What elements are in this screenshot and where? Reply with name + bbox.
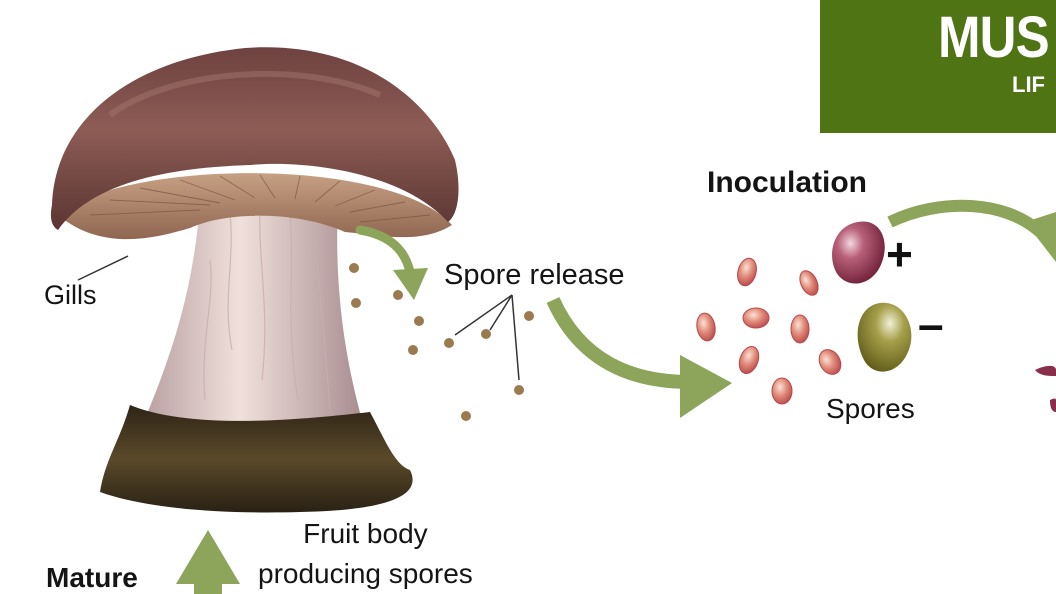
arrow-to-spores xyxy=(546,297,691,389)
label-fruit-body-line2: producing spores xyxy=(258,558,473,589)
small-arrow-head xyxy=(393,268,428,300)
plus-sign: + xyxy=(886,228,913,280)
label-fruit-body: Fruit body producing spores xyxy=(258,514,473,594)
label-mature: Mature xyxy=(46,562,138,593)
gills-pointer-line xyxy=(77,255,129,281)
label-spore-release: Spore release xyxy=(444,259,625,291)
label-fruit-body-line1: Fruit body xyxy=(303,518,428,549)
released-spores xyxy=(349,263,534,421)
label-inoculation: Inoculation xyxy=(707,166,867,199)
spore-minus xyxy=(857,302,912,372)
stem-fibers xyxy=(203,209,331,411)
mature-arrow xyxy=(176,530,240,594)
minus-sign: – xyxy=(918,298,944,350)
mushroom-fruit-body xyxy=(50,47,459,513)
spore-plus xyxy=(832,221,885,284)
partial-hypha-top xyxy=(1035,365,1056,376)
mushroom-stem xyxy=(140,196,362,430)
partial-hypha-bottom xyxy=(1050,398,1056,412)
label-gills: Gills xyxy=(44,280,97,310)
gill-lines xyxy=(89,174,431,223)
title-banner: MUS LIF xyxy=(820,0,1056,133)
mushroom-gills xyxy=(58,173,452,240)
spore-cluster xyxy=(696,257,842,405)
spore-release-small-arrow xyxy=(355,225,415,277)
banner-title: MUS xyxy=(938,5,1050,70)
label-spores: Spores xyxy=(826,393,915,424)
arrow-to-next-stage-head xyxy=(1025,212,1056,262)
mushroom-volva xyxy=(100,405,413,513)
spore-release-pointer-lines xyxy=(454,294,520,381)
arrow-to-spores-head xyxy=(680,355,732,418)
cap-highlight xyxy=(108,70,382,118)
banner-subtitle: LIF xyxy=(1012,72,1045,97)
mushroom-cap xyxy=(50,47,459,230)
